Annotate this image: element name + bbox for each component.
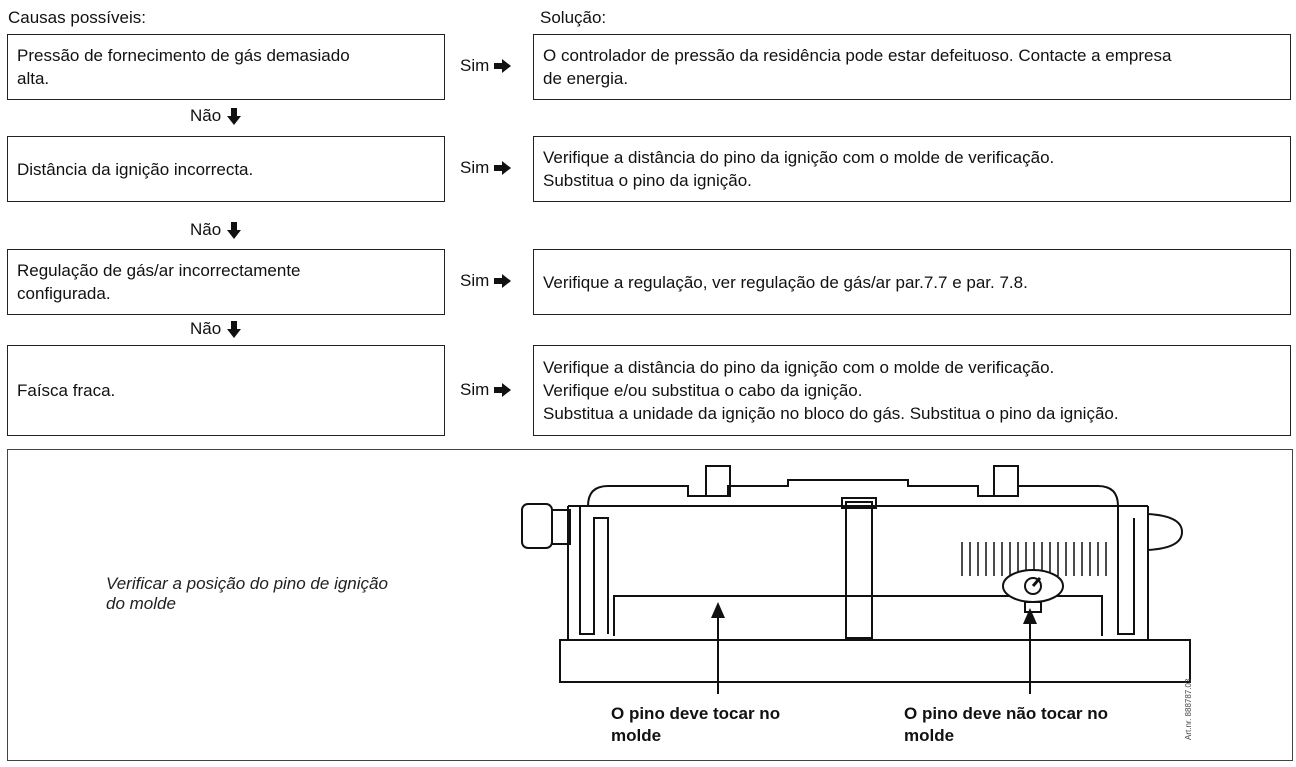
- arrow-down-icon: [227, 320, 242, 338]
- caption-line: do molde: [106, 594, 176, 613]
- solution-line: Substitua a unidade da ignição no bloco …: [543, 404, 1119, 423]
- no-label: Não: [190, 220, 222, 239]
- no-connector-1: Não: [190, 106, 242, 126]
- cause-line: configurada.: [17, 284, 111, 303]
- arrow-right-icon: [494, 161, 512, 175]
- cause-line: Faísca fraca.: [17, 381, 116, 400]
- cause-box-4: Faísca fraca.: [7, 345, 445, 436]
- figure-panel: Verificar a posição do pino de ignição d…: [7, 449, 1293, 761]
- arrow-down-icon: [227, 221, 242, 239]
- label-line: molde: [904, 726, 955, 745]
- yes-connector-3: Sim: [460, 271, 512, 291]
- yes-connector-2: Sim: [460, 158, 512, 178]
- solution-line: Substitua o pino da ignição.: [543, 171, 752, 190]
- cause-line: Distância da ignição incorrecta.: [17, 159, 254, 179]
- yes-label: Sim: [460, 380, 490, 399]
- art-number: Art.nr. 888787.03: [1184, 678, 1193, 740]
- cause-box-2: Distância da ignição incorrecta.: [7, 136, 445, 202]
- solution-box-4: Verifique a distância do pino da ignição…: [533, 345, 1291, 436]
- solution-box-1: O controlador de pressão da residência p…: [533, 34, 1291, 100]
- label-line: O pino deve tocar no: [611, 704, 781, 723]
- solution-line: Verifique a regulação, ver regulação de …: [543, 272, 1028, 292]
- yes-label: Sim: [460, 158, 490, 177]
- label-pin-no-touch: O pino deve não tocar no molde: [904, 703, 1108, 747]
- cause-line: Regulação de gás/ar incorrectamente: [17, 261, 301, 280]
- solution-header: Solução:: [540, 8, 607, 27]
- label-line: O pino deve não tocar no: [904, 704, 1109, 723]
- yes-connector-1: Sim: [460, 56, 512, 76]
- solution-line: de energia.: [543, 69, 629, 88]
- solution-box-3: Verifique a regulação, ver regulação de …: [533, 249, 1291, 315]
- solution-line: Verifique a distância do pino da ignição…: [543, 148, 1055, 167]
- no-label: Não: [190, 319, 222, 338]
- yes-label: Sim: [460, 56, 490, 75]
- yes-connector-4: Sim: [460, 380, 512, 400]
- no-connector-2: Não: [190, 220, 242, 240]
- arrow-down-icon: [227, 107, 242, 125]
- cause-line: alta.: [17, 69, 50, 88]
- solution-box-2: Verifique a distância do pino da ignição…: [533, 136, 1291, 202]
- caption-line: Verificar a posição do pino de ignição: [106, 574, 388, 593]
- no-label: Não: [190, 106, 222, 125]
- arrow-right-icon: [494, 59, 512, 73]
- cause-box-1: Pressão de fornecimento de gás demasiado…: [7, 34, 445, 100]
- cause-box-3: Regulação de gás/ar incorrectamente conf…: [7, 249, 445, 315]
- burner-drawing: [521, 465, 1191, 694]
- solution-line: Verifique a distância do pino da ignição…: [543, 358, 1055, 377]
- arrow-right-icon: [494, 383, 512, 397]
- no-connector-3: Não: [190, 319, 242, 339]
- solution-line: Verifique e/ou substitua o cabo da igniç…: [543, 381, 863, 400]
- arrow-right-icon: [494, 274, 512, 288]
- figure-caption: Verificar a posição do pino de ignição d…: [106, 574, 388, 614]
- label-line: molde: [611, 726, 662, 745]
- solution-line: O controlador de pressão da residência p…: [543, 46, 1172, 65]
- causes-header: Causas possíveis:: [8, 8, 146, 27]
- cause-line: Pressão de fornecimento de gás demasiado: [17, 46, 350, 65]
- label-pin-touch: O pino deve tocar no molde: [611, 703, 780, 747]
- yes-label: Sim: [460, 271, 490, 290]
